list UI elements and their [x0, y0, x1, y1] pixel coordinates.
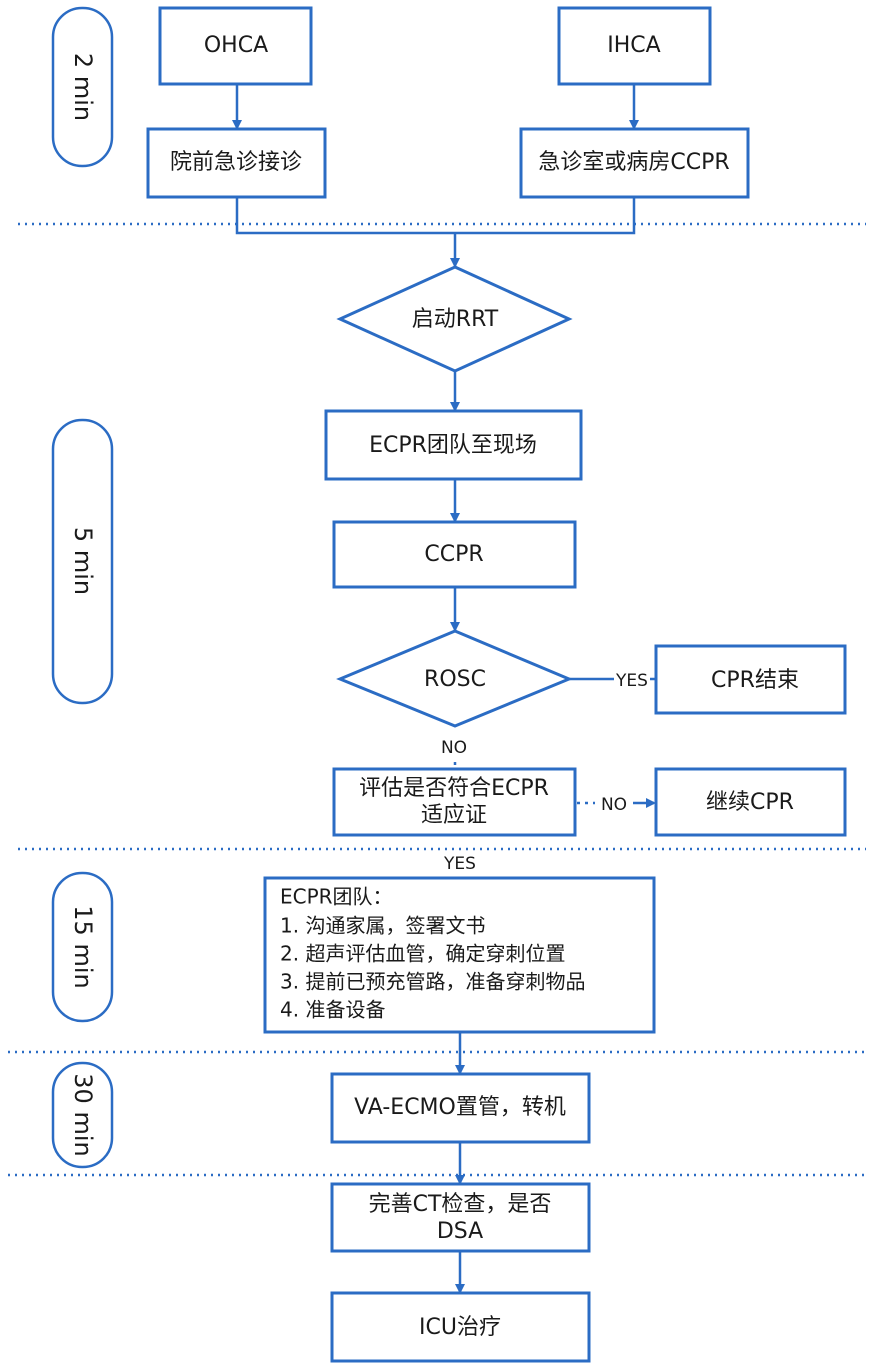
node-team-tasks-title: ECPR团队： [280, 885, 393, 909]
node-prehospital-label: 院前急诊接诊 [170, 150, 302, 175]
task-item-2: 2. 超声评估血管，确定穿刺位置 [280, 942, 565, 966]
node-assess-label-line2: 适应证 [421, 803, 487, 828]
node-activate-rrt [336, 265, 573, 373]
edge-label-yes-rosc: YES [615, 671, 648, 691]
edge-label-yes-assess: YES [443, 854, 476, 874]
time-label-2min: 2 min [69, 53, 97, 121]
node-assess-label-line1: 评估是否符合ECPR [359, 776, 549, 801]
node-ct-label-line2: DSA [437, 1219, 483, 1244]
node-ohca [158, 6, 313, 86]
node-assess [332, 767, 577, 837]
node-team-tasks [263, 876, 656, 1034]
node-continue-cpr [654, 767, 847, 837]
node-ct-label-line1: 完善CT检查，是否 [369, 1192, 552, 1217]
node-ccpr-label: CCPR [424, 542, 483, 567]
node-cpr-end-label: CPR结束 [711, 668, 799, 693]
time-label-30min: 30 min [69, 1073, 97, 1156]
time-label-5min: 5 min [69, 527, 97, 595]
node-team-arrive [324, 409, 583, 481]
time-label-15min: 15 min [69, 905, 97, 988]
time-pill-30min [51, 1061, 114, 1169]
node-cpr-end [654, 644, 847, 715]
task-item-3: 3. 提前已预充管路，准备穿刺物品 [280, 970, 585, 994]
node-activate-rrt-label: 启动RRT [412, 307, 499, 332]
edge-label-no-rosc: NO [441, 738, 467, 758]
task-item-4: 4. 准备设备 [280, 998, 385, 1022]
time-pill-2min [51, 6, 114, 168]
node-icu [330, 1291, 591, 1363]
time-pill-5min [51, 418, 114, 705]
node-er-ccpr-label: 急诊室或病房CCPR [538, 150, 729, 175]
node-ihca [557, 6, 712, 86]
task-item-1: 1. 沟通家属，签署文书 [280, 914, 485, 938]
node-ihca-label: IHCA [607, 33, 660, 58]
merge-line [235, 197, 636, 235]
node-va-ecmo [330, 1072, 591, 1144]
node-team-arrive-label: ECPR团队至现场 [369, 433, 537, 458]
node-continue-cpr-label: 继续CPR [706, 790, 794, 815]
node-ohca-label: OHCA [204, 33, 268, 58]
node-va-ecmo-label: VA-ECMO置管，转机 [354, 1095, 566, 1120]
node-ct [330, 1182, 591, 1253]
node-ccpr [332, 520, 577, 589]
edge-label-no-assess: NO [601, 795, 627, 815]
node-rosc [336, 629, 573, 728]
node-prehospital [146, 127, 327, 199]
node-er-ccpr [519, 127, 750, 199]
time-pill-15min [51, 871, 114, 1023]
node-icu-label: ICU治疗 [419, 1315, 501, 1340]
node-rosc-label: ROSC [424, 667, 486, 692]
